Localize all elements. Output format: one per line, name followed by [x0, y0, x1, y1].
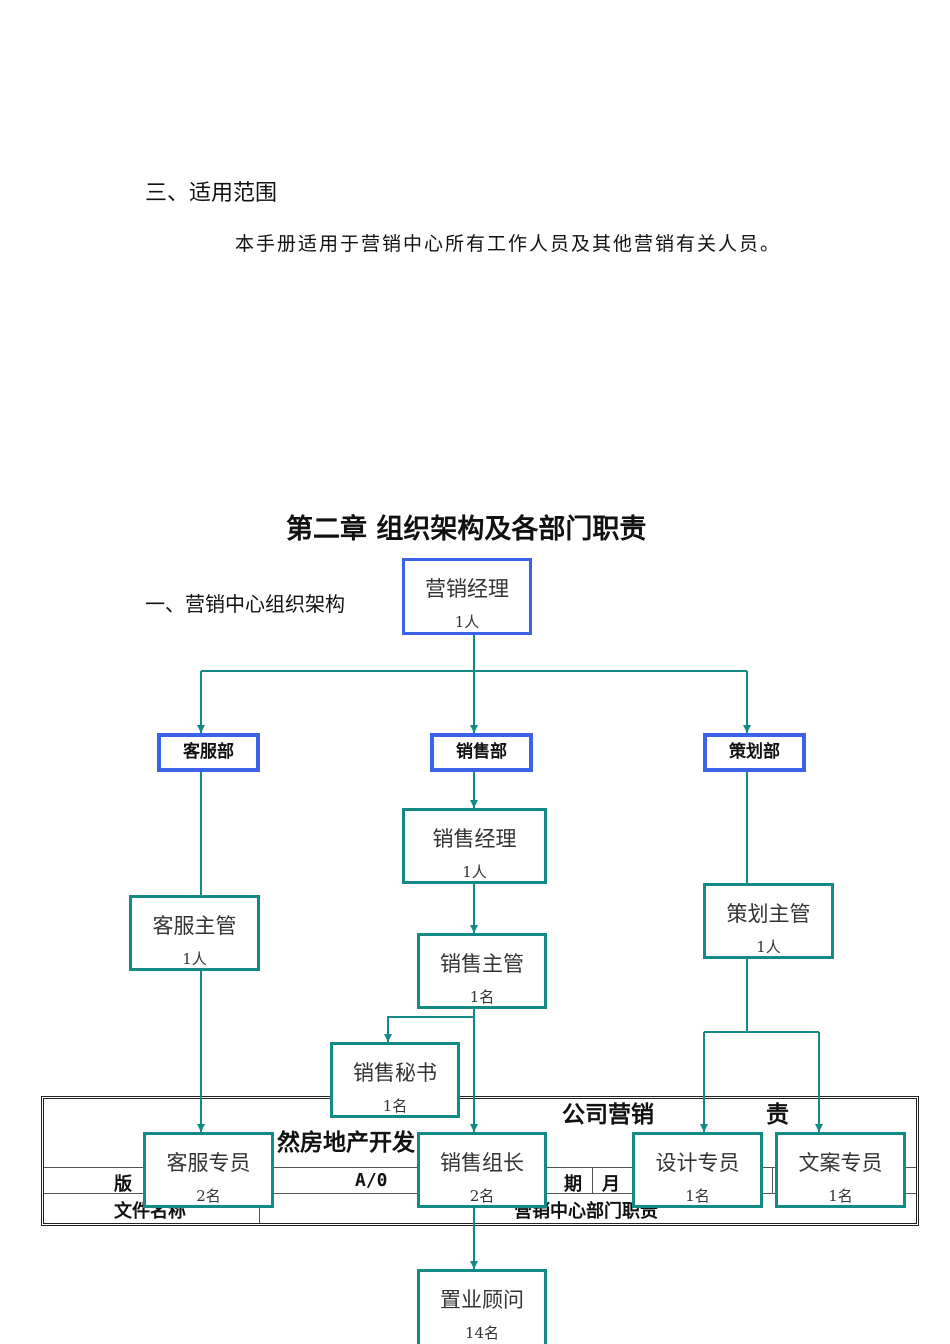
version-label: 版: [114, 1174, 132, 1195]
table-title-part: 责: [766, 1102, 789, 1128]
date-value: 月: [602, 1174, 620, 1195]
dept-planning: 策划部: [703, 733, 806, 772]
dept-customer-service: 客服部: [157, 733, 260, 772]
table-title-part: 然房地产开发: [277, 1130, 415, 1156]
dept-sales: 销售部: [430, 733, 533, 772]
version-value: A/0: [355, 1170, 388, 1191]
chapter-title: 第二章 组织架构及各部门职责: [286, 514, 647, 545]
table-title-part: 公司营销: [562, 1102, 654, 1128]
sub-heading: 一、营销中心组织架构: [145, 592, 345, 616]
section-heading: 三、适用范围: [145, 181, 278, 206]
date-label: 期: [564, 1174, 582, 1195]
file-name: 营销中心部门职责: [514, 1201, 658, 1222]
section-text: 本手册适用于营销中心所有工作人员及其他营销有关人员。: [235, 233, 782, 255]
